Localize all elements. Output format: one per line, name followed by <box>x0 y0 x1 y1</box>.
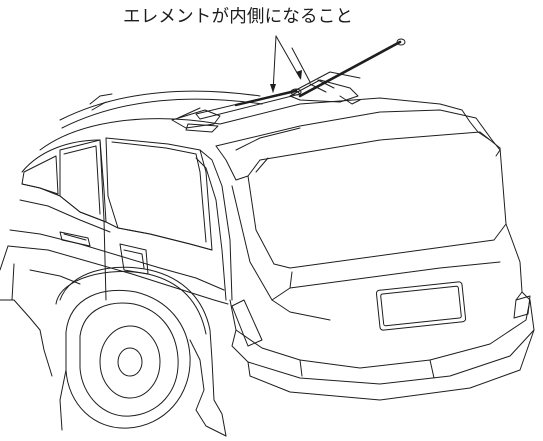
roof-rail <box>60 91 262 128</box>
side-windows <box>22 138 212 250</box>
leader-lines <box>270 36 310 93</box>
annotation-label: エレメントが内側になること <box>123 7 354 27</box>
body-side-panels <box>8 140 228 304</box>
roof-antenna-element-icon <box>172 39 405 132</box>
rear-wheel <box>40 267 226 436</box>
car-body-outline <box>22 98 534 400</box>
lower-trim <box>0 246 226 436</box>
